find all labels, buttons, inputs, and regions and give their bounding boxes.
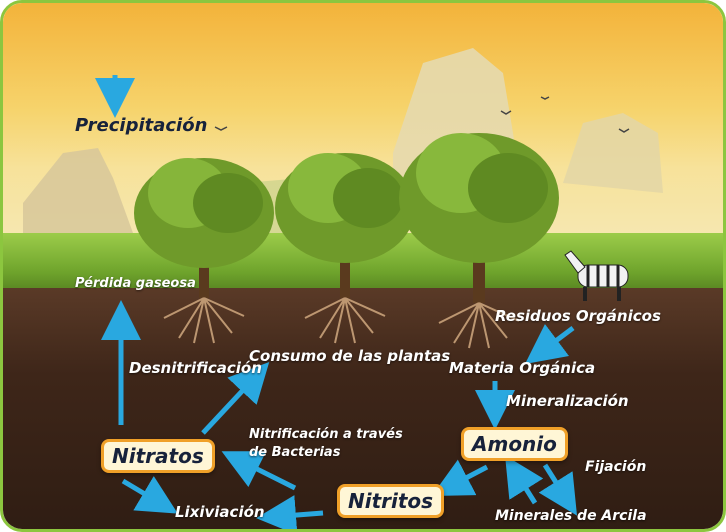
arrow-residuos-to-materia	[537, 328, 573, 355]
node-nitritos: Nitritos	[337, 484, 444, 518]
node-nitratos: Nitratos	[101, 439, 215, 473]
label-materia-organica: Materia Orgánica	[449, 359, 595, 377]
arrow-amonio-to-minerales	[545, 465, 569, 503]
label-nitrificacion: Nitrificación a través de Bacterias	[249, 426, 403, 462]
label-nitrificacion-line2: de Bacterias	[249, 444, 403, 462]
node-amonio: Amonio	[461, 427, 568, 461]
label-mineralizacion: Mineralización	[506, 392, 629, 410]
arrow-amonio-to-nitritos	[445, 467, 487, 489]
arrow-minerales-to-amonio	[513, 468, 535, 503]
tree-icon	[275, 153, 415, 298]
root-icon	[164, 298, 519, 348]
bird-icon	[215, 97, 629, 132]
label-perdida-gaseosa: Pérdida gaseosa	[75, 276, 196, 291]
arrow-nitratos-to-consumo	[203, 373, 259, 433]
label-residuos-organicos: Residuos Orgánicos	[495, 307, 661, 325]
tree-icon	[399, 133, 559, 303]
label-lixiviacion: Lixiviación	[175, 503, 265, 521]
label-fijacion: Fijación	[585, 459, 646, 475]
label-nitrificacion-line1: Nitrificación a través	[249, 426, 403, 444]
label-precipitacion: Precipitación	[75, 115, 207, 136]
label-minerales-arcilla: Minerales de Arcila	[495, 508, 647, 524]
arrow-nitritos-to-lixiviacion	[271, 513, 323, 517]
arrow-nitritos-to-nitratos	[235, 458, 295, 488]
arrow-nitratos-to-lixiviacion	[123, 481, 165, 506]
zebra-icon	[565, 251, 628, 301]
label-desnitrificacion: Desnitrificación	[129, 359, 262, 377]
label-consumo-plantas: Consumo de las plantas	[249, 347, 450, 365]
